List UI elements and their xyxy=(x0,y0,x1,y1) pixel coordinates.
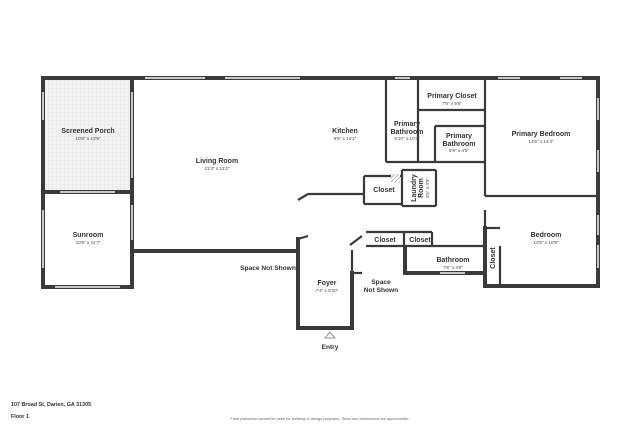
living-room-name: Living Room xyxy=(196,158,238,165)
bathroom-name: Bathroom xyxy=(436,257,469,264)
primary-closet-name: Primary Closet xyxy=(427,93,477,100)
closet-upper-name: Closet xyxy=(373,187,395,194)
laundry-room-name-line2: Room xyxy=(418,178,425,198)
sunroom-dims: 10'6" x 11'7" xyxy=(76,240,101,245)
primary-closet-dims: 7'8" x 5'6" xyxy=(442,101,462,106)
closet-lower-left-name: Closet xyxy=(374,237,396,244)
laundry-hatch xyxy=(391,175,400,183)
room-labels: Screened Porch 10'8" x 13'9" Living Room… xyxy=(61,93,570,293)
laundry-room-name-line1: Laundry xyxy=(411,174,418,202)
closet-vertical-name: Closet xyxy=(490,247,497,269)
screened-porch-dims: 10'8" x 13'9" xyxy=(75,136,101,141)
windows xyxy=(42,77,599,288)
laundry-room-label: Laundry Room 3'5" x 4'9" xyxy=(411,174,430,202)
space-not-shown-right-line1: Space xyxy=(371,279,391,286)
space-not-shown-right-line2: Not Shown xyxy=(364,287,398,294)
screened-porch-area xyxy=(44,79,132,190)
interior-walls xyxy=(297,78,598,286)
disclaimer: Floor plans/tour cannot be used for buil… xyxy=(230,416,410,421)
space-not-shown-left: Space Not Shown xyxy=(240,265,296,272)
floor-label: Floor 1 xyxy=(11,414,29,420)
laundry-room-dims: 3'5" x 4'9" xyxy=(425,178,430,198)
plan-notes: Space Not Shown Space Not Shown Entry xyxy=(240,265,398,351)
primary-bathroom-2-name-line2: Bathroom xyxy=(442,141,475,148)
primary-bathroom-1-name-line2: Bathroom xyxy=(390,129,423,136)
bathroom-dims: 7'8" x 4'6" xyxy=(443,265,463,270)
primary-bathroom-1-name-line1: Primary xyxy=(394,121,420,128)
sunroom-name: Sunroom xyxy=(73,232,104,239)
primary-bathroom-2-dims: 5'9" x 4'5" xyxy=(449,148,469,153)
entry-arrow-icon xyxy=(324,331,336,339)
foyer-name: Foyer xyxy=(317,280,336,287)
bedroom-name: Bedroom xyxy=(531,232,562,239)
bedroom-dims: 13'6" x 10'8" xyxy=(533,240,559,245)
entry-label: Entry xyxy=(322,344,339,351)
closet-lower-right-name: Closet xyxy=(409,237,431,244)
primary-bedroom-dims: 13'6" x 14'4" xyxy=(528,139,554,144)
living-room-dims: 21'3" x 21'2" xyxy=(204,166,230,171)
primary-bedroom-name: Primary Bedroom xyxy=(512,131,571,138)
primary-bathroom-2-name-line1: Primary xyxy=(446,133,472,140)
screened-porch-name: Screened Porch xyxy=(61,128,114,135)
foyer-dims: 7'4" x 9'10" xyxy=(316,288,339,293)
kitchen-name: Kitchen xyxy=(332,128,358,135)
property-address: 107 Broad St, Darien, GA 31305 xyxy=(11,402,92,408)
primary-bathroom-1-dims: 5'10" x 10'3" xyxy=(394,136,420,141)
kitchen-dims: 9'6" x 14'1" xyxy=(334,136,357,141)
